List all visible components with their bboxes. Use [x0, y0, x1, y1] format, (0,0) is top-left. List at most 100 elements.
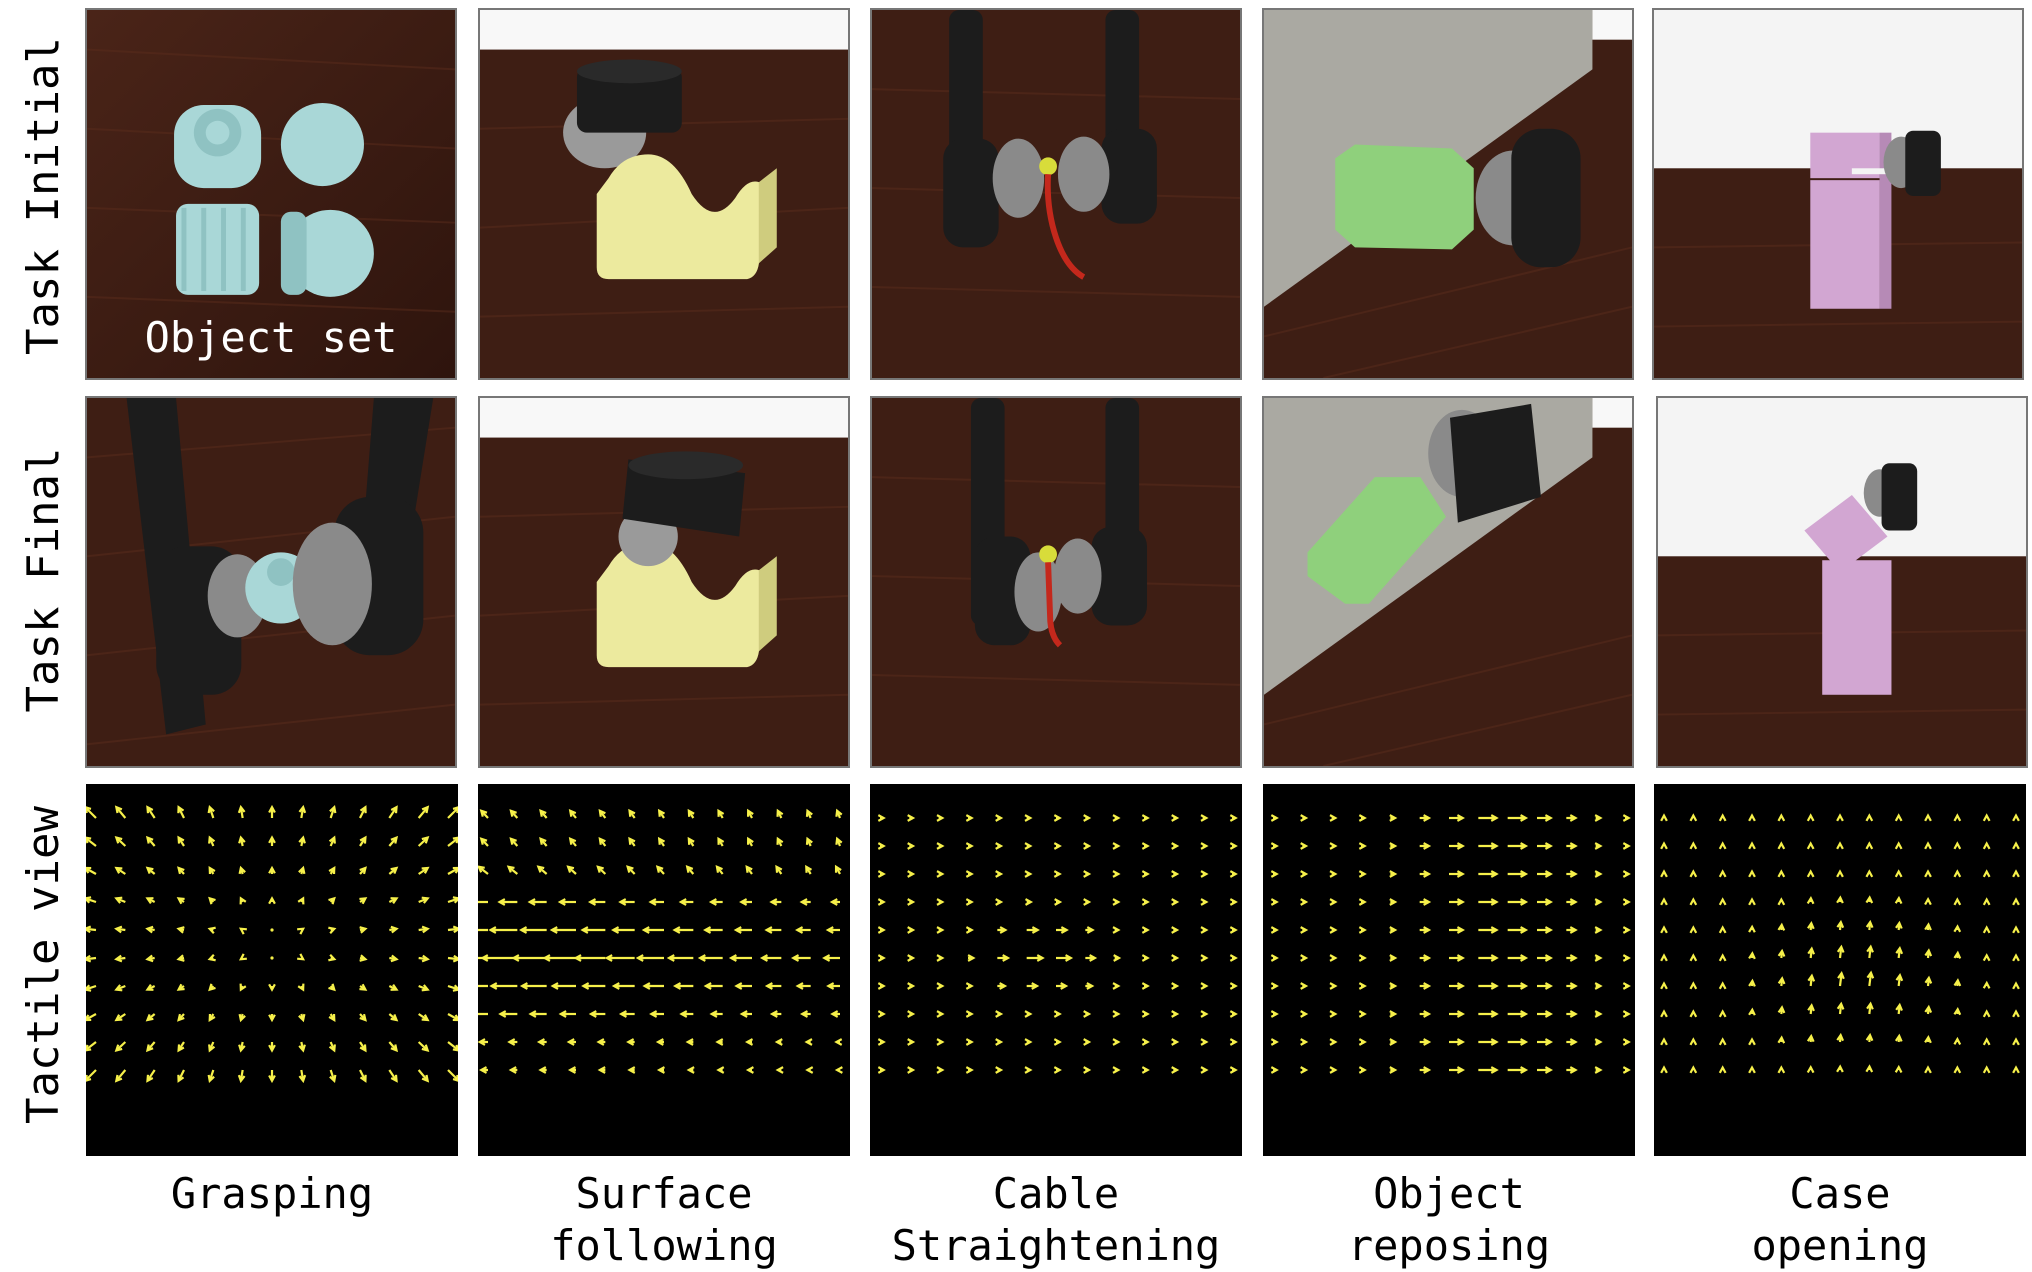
tactile-arrow: [239, 896, 247, 905]
tactile-arrow: [1171, 954, 1180, 962]
tactile-arrow: [1229, 1010, 1238, 1018]
tactile-arrow: [1389, 842, 1398, 850]
tactile-arrow: [388, 1069, 398, 1083]
tactile-arrow: [907, 814, 916, 822]
tactile-arrow: [1300, 842, 1309, 850]
tactile-arrow: [268, 1042, 276, 1053]
tactile-arrow: [1537, 1010, 1553, 1018]
tactile-arrow: [1200, 1038, 1209, 1046]
tactile-arrow: [268, 983, 276, 992]
tactile-arrow: [1389, 1066, 1398, 1074]
tactile-arrow: [1085, 954, 1098, 962]
tactile-arrow: [2012, 1065, 2020, 1074]
tactile-arrow: [268, 896, 276, 905]
tactile-arrow: [769, 1010, 782, 1018]
tactile-arrow: [1865, 841, 1874, 850]
tactile-arrow: [1594, 1038, 1603, 1046]
tactile-arrow: [1748, 813, 1756, 822]
tactile-arrow: [1358, 870, 1367, 878]
tactile-arrow: [877, 870, 886, 878]
tactile-arrow: [146, 1069, 156, 1083]
tactile-arrow: [877, 1038, 886, 1046]
tactile-arrow: [328, 1041, 336, 1053]
tactile-arrow: [685, 1038, 694, 1046]
tactile-arrow: [1777, 897, 1786, 906]
tactile-arrow: [328, 926, 337, 934]
tactile-arrow: [1689, 953, 1698, 962]
tactile-arrow: [1419, 1066, 1432, 1074]
tactile-arrow: [1270, 814, 1279, 822]
tactile-arrow: [1836, 841, 1844, 850]
tactile-arrow: [389, 954, 399, 963]
tactile-arrow: [995, 842, 1004, 850]
tactile-arrow: [1083, 870, 1092, 878]
tactile-arrow: [418, 954, 430, 963]
tactile-arrow: [1622, 982, 1631, 990]
tactile-arrow: [1748, 897, 1756, 906]
tactile-arrow: [936, 1038, 945, 1046]
tactile-arrow: [507, 1038, 518, 1046]
tactile-arrow: [1270, 842, 1279, 850]
tactile-arrow: [1054, 898, 1063, 906]
tactile-arrow: [238, 835, 246, 847]
tactile-arrow: [1953, 813, 1962, 822]
grasping-initial-image: Object set: [85, 8, 457, 380]
tactile-arrow: [86, 836, 97, 847]
tactile-arrow: [746, 808, 754, 819]
tactile-arrow: [177, 866, 185, 875]
tactile-arrow: [775, 1066, 784, 1074]
tactile-arrow: [1689, 1065, 1698, 1074]
tactile-arrow: [1982, 897, 1991, 906]
tactile-arrow: [1982, 1009, 1991, 1018]
tactile-arrow: [672, 982, 694, 990]
tactile-arrow: [1660, 981, 1668, 990]
surface-following-tactile-view: [478, 784, 850, 1156]
tactile-arrow: [1449, 954, 1465, 962]
tactile-arrow: [388, 1041, 399, 1053]
tactile-arrow: [1718, 925, 1727, 934]
tactile-arrow: [478, 1038, 488, 1046]
tactile-arrow: [1083, 1038, 1092, 1046]
tactile-arrow: [447, 954, 458, 963]
tactile-arrow: [703, 982, 723, 990]
tactile-arrow: [1924, 869, 1932, 878]
tactile-arrow: [965, 814, 974, 822]
tactile-arrow: [417, 1041, 430, 1052]
tactile-arrow: [1478, 870, 1499, 878]
tactile-arrow: [1053, 814, 1062, 822]
tactile-arrow: [1141, 926, 1150, 934]
tactile-arrow: [1866, 970, 1875, 987]
tactile-arrow: [1419, 842, 1432, 850]
tactile-arrow: [1748, 841, 1756, 850]
tactile-arrow: [1112, 870, 1121, 878]
tactile-arrow: [1449, 898, 1465, 906]
tactile-arrow: [1141, 1038, 1150, 1046]
tactile-arrow: [1200, 870, 1209, 878]
tactile-arrow: [359, 866, 367, 875]
tactile-arrow: [657, 836, 666, 847]
object-reposing-final-image: [1262, 396, 1634, 768]
tactile-arrow: [1566, 982, 1578, 990]
tactile-arrow: [626, 865, 636, 875]
tactile-arrow: [114, 954, 126, 963]
tactile-arrow: [1718, 1065, 1727, 1074]
tactile-arrow: [1777, 1005, 1786, 1015]
tactile-arrow: [114, 925, 126, 934]
tactile-arrow: [1866, 1001, 1874, 1015]
tactile-arrow: [528, 1010, 547, 1018]
tactile-arrow: [2012, 925, 2020, 934]
tactile-arrow: [1895, 920, 1903, 931]
tactile-arrow: [1689, 841, 1698, 850]
tactile-arrow: [1112, 926, 1121, 934]
tactile-arrow: [1622, 842, 1631, 850]
tactile-arrow: [1024, 1010, 1033, 1018]
tactile-arrow: [1300, 870, 1309, 878]
tactile-arrow: [1718, 897, 1727, 906]
tactile-arrow: [1622, 814, 1631, 822]
tactile-arrow: [936, 842, 945, 850]
tactile-arrow: [1622, 1010, 1631, 1018]
tactile-arrow: [1777, 813, 1786, 822]
tactile-arrow: [1141, 842, 1150, 850]
tactile-arrow: [649, 1010, 664, 1018]
tactile-arrow: [388, 897, 399, 904]
